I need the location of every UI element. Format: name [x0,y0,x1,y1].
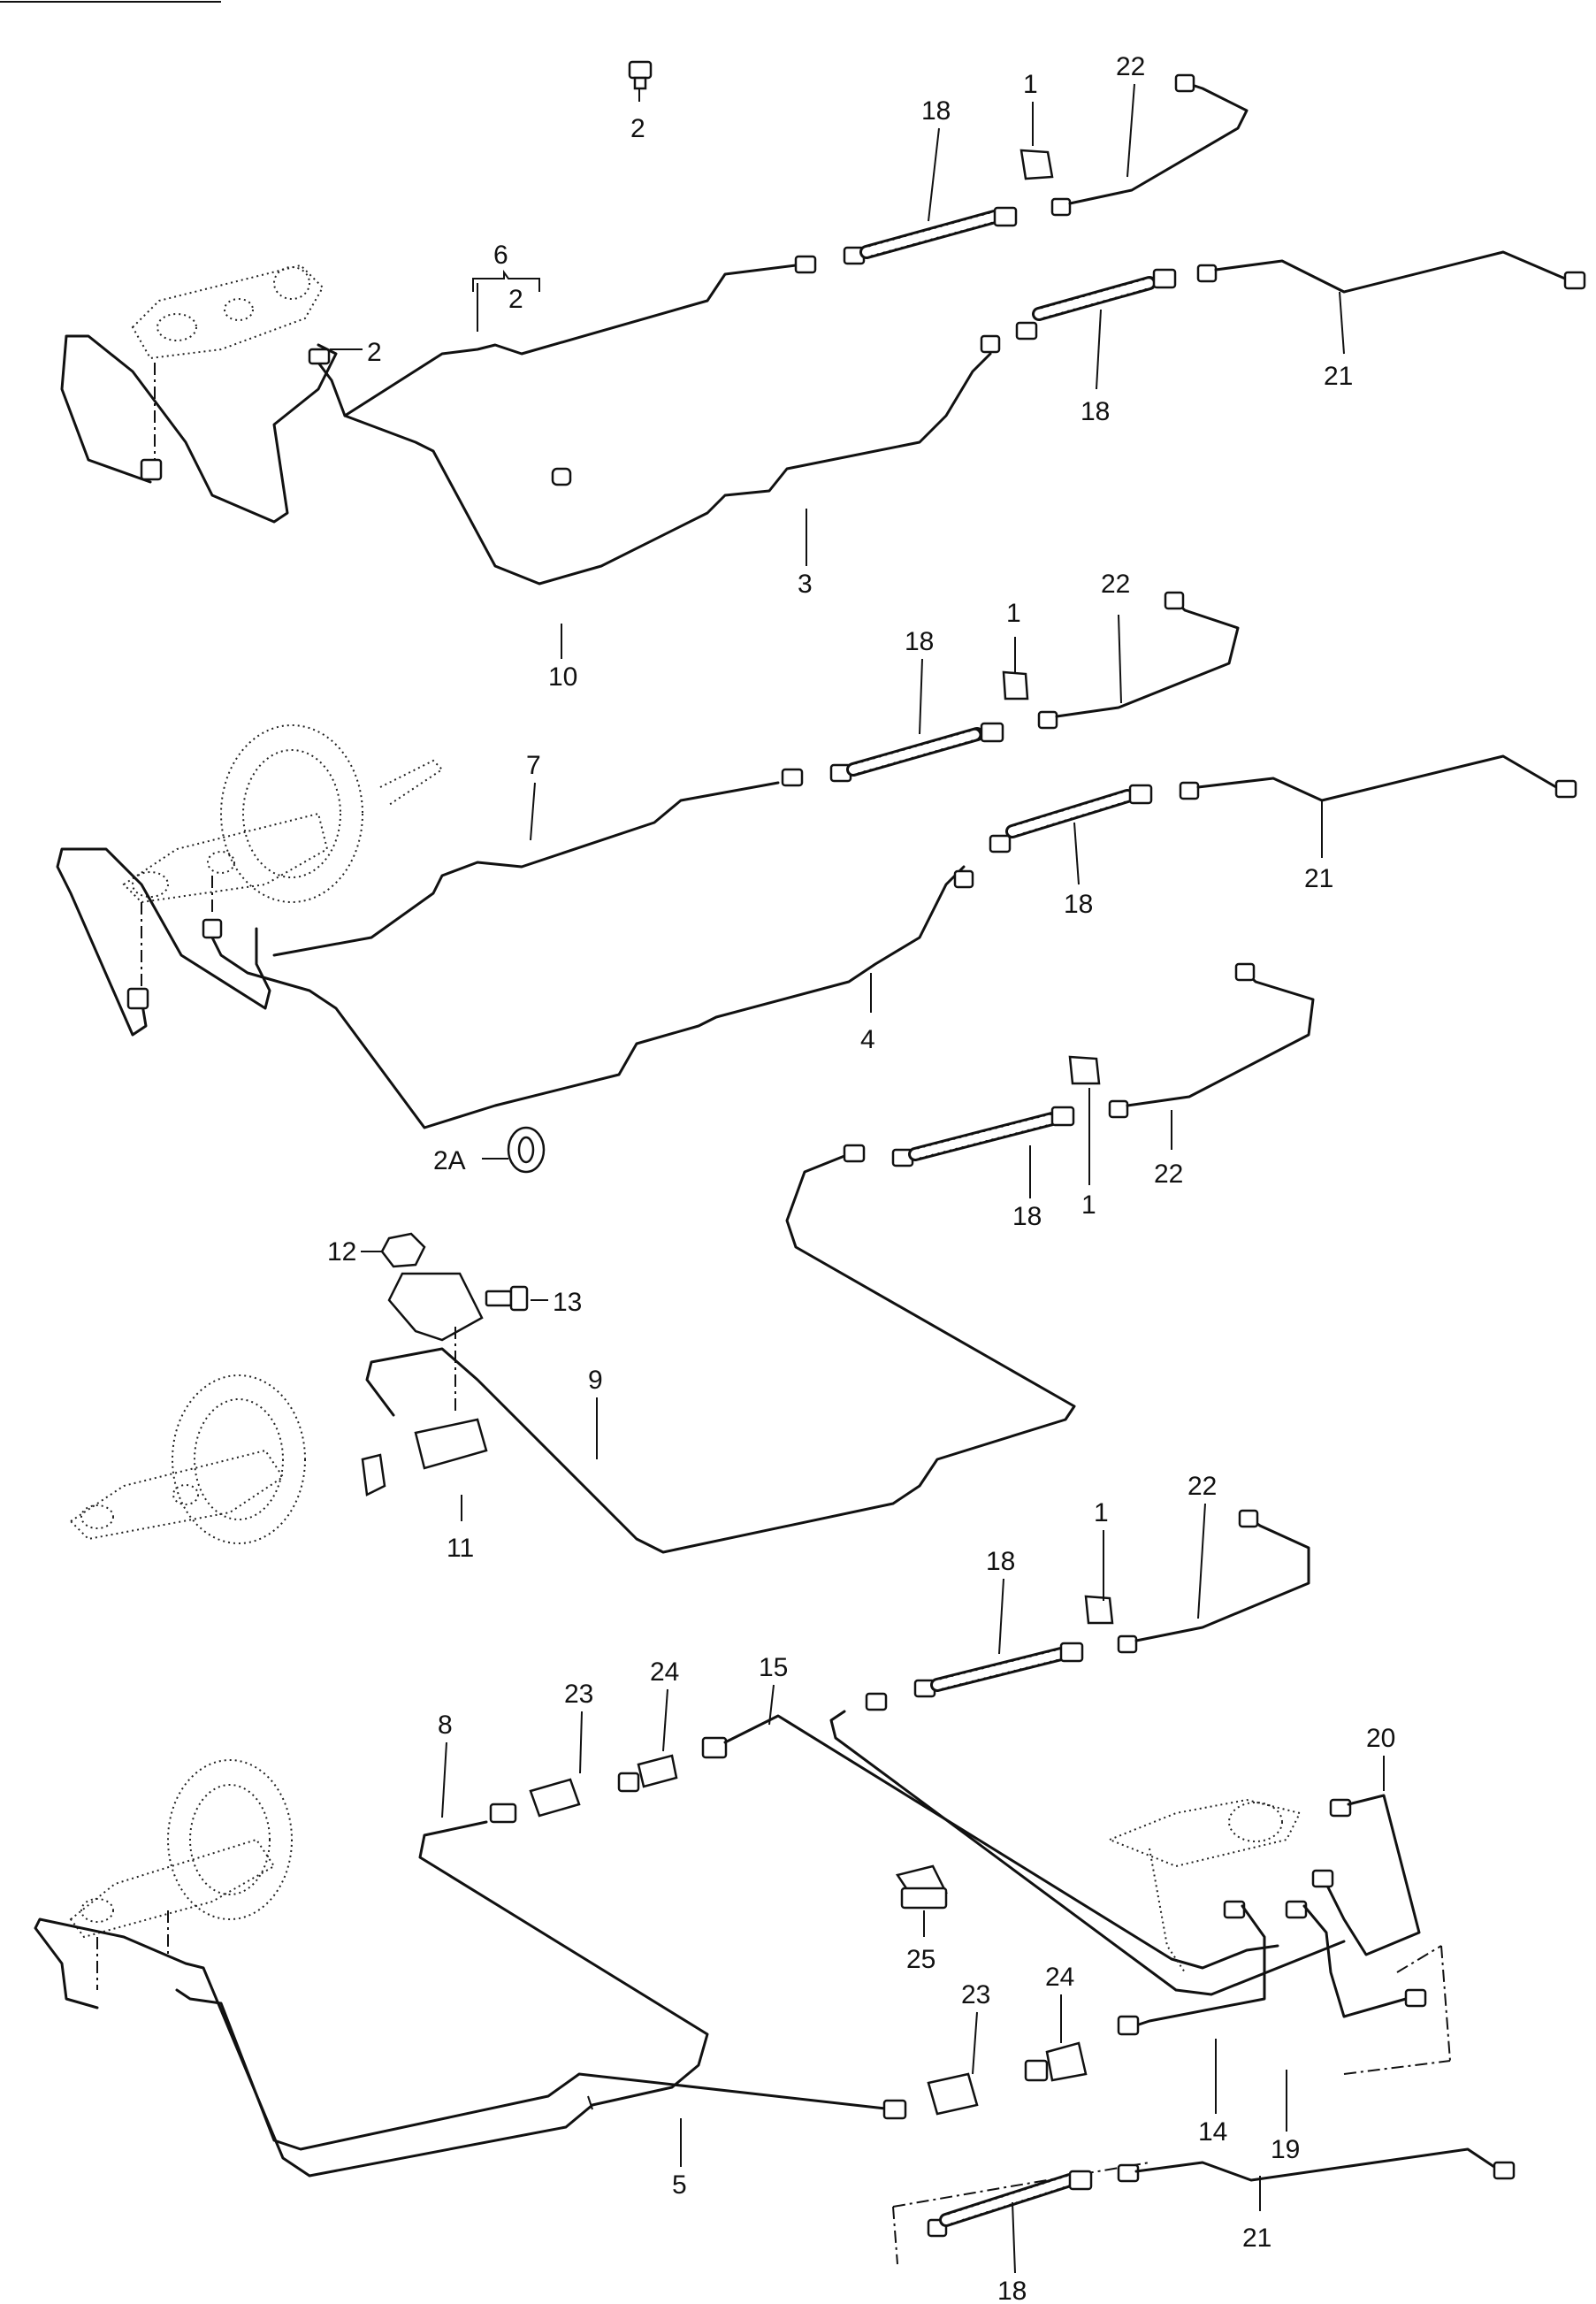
callout-1: 1 [1094,1498,1109,1527]
brake-line-21-bottom [1117,2147,1516,2183]
callout-18: 18 [1081,397,1110,426]
callout-18: 18 [1012,1202,1042,1231]
callout-18: 18 [921,96,951,126]
hose-18-lower [980,268,1177,354]
callout-20: 20 [1366,1724,1395,1753]
callout-14: 14 [1198,2117,1227,2147]
callout-10: 10 [548,662,577,692]
brake-line-15 [701,1710,1346,1996]
adapter-23-lower [882,2072,979,2120]
union-24-lower [1024,2041,1088,2082]
hose-18-bottom-lower [892,2162,1150,2265]
callout-1: 1 [1081,1190,1096,1220]
callout-4: 4 [860,1025,875,1054]
brake-line-22-mid [1037,591,1240,730]
callout-23: 23 [961,1980,990,2009]
callout-22: 22 [1154,1160,1183,1189]
adapter-23-upper [489,1778,581,1824]
brake-line-14 [1117,1900,1266,2036]
brake-line-20 [1311,1794,1421,1956]
clip-1-bottom [1084,1595,1114,1625]
brake-line-8 [34,1820,895,2178]
brake-line-21-mid [1179,754,1577,802]
callout-2: 2 [508,285,523,314]
callout-3: 3 [798,570,813,599]
rear-axle-assembly [1107,1798,1302,1973]
master-cylinder-1 [131,264,325,460]
fitting-2-cyl [308,348,331,365]
callout-1: 1 [1023,70,1038,99]
brake-line-22-low [1108,962,1315,1119]
callout-24: 24 [1045,1963,1074,1992]
hose-18-low-upper [843,1106,1075,1167]
distribution-block-11 [361,1418,488,1496]
union-24-upper [617,1754,678,1793]
brake-line-19 [1285,1900,1451,2075]
bolt-13 [485,1285,529,1312]
section-3 [69,962,1315,1554]
callout-19: 19 [1271,2135,1300,2164]
brake-booster-4 [69,1759,293,1990]
hose-18-bottom-upper [865,1642,1084,1711]
callout-22: 22 [1187,1472,1217,1501]
section-1 [60,60,1586,586]
retainer-25 [895,1864,948,1910]
section-4 [34,1509,1516,2265]
callout-1: 1 [1006,599,1021,628]
section-2 [56,591,1577,1174]
callout-21: 21 [1242,2224,1271,2253]
callout-6: 6 [493,241,508,270]
callouts: 1 2 18 22 6 2 2 18 21 3 10 1 18 22 7 18 … [327,52,1395,2304]
fitting-2-top [628,60,653,90]
callout-11: 11 [447,1534,474,1563]
callout-21: 21 [1304,864,1333,893]
brake-line-22-upper [1050,73,1249,217]
grommet-2A [507,1126,546,1174]
callout-18: 18 [986,1547,1015,1576]
brake-booster-2 [122,724,444,991]
callout-2: 2 [630,114,645,143]
callout-18: 18 [997,2277,1027,2304]
callout-13: 13 [553,1288,582,1317]
hose-18-upper [794,206,1018,274]
callout-12: 12 [327,1237,356,1267]
brake-line-9 [365,1152,1076,1554]
hose-18-mid-lower [953,784,1153,889]
clip-1-low [1068,1055,1101,1085]
brake-line-21-upper [1196,250,1586,294]
brake-line-6 [343,264,798,417]
callout-leaders [330,83,1385,2274]
brake-line-5 [587,2095,593,2110]
brake-booster-3 [69,1374,306,1544]
callout-18: 18 [1064,890,1093,919]
callout-23: 23 [564,1680,593,1709]
callout-22: 22 [1116,52,1145,81]
callout-21: 21 [1324,362,1353,391]
nut-12 [380,1232,426,1268]
hose-18-mid-upper [781,722,1004,787]
callout-18: 18 [905,627,934,656]
bracket-assembly [387,1272,484,1415]
clip-1-mid [1002,670,1029,700]
callout-5: 5 [672,2170,687,2200]
fitting-2-low [140,458,163,481]
callout-2A: 2A [433,1146,466,1175]
brake-line-4 [56,847,966,1129]
callout-22: 22 [1101,570,1130,599]
callout-8: 8 [438,1711,453,1740]
callout-2: 2 [367,338,382,367]
callout-25: 25 [906,1945,935,1974]
brake-line-22-bottom [1117,1509,1310,1654]
plug-10 [551,467,572,486]
fitting-2-left [126,918,223,1010]
brake-line-7 [272,781,780,957]
clip-1-upper [1019,149,1054,180]
callout-7: 7 [526,751,541,780]
callout-15: 15 [759,1653,788,1682]
callout-9: 9 [588,1366,603,1395]
brake-line-3 [60,334,992,586]
callout-24: 24 [650,1657,679,1687]
